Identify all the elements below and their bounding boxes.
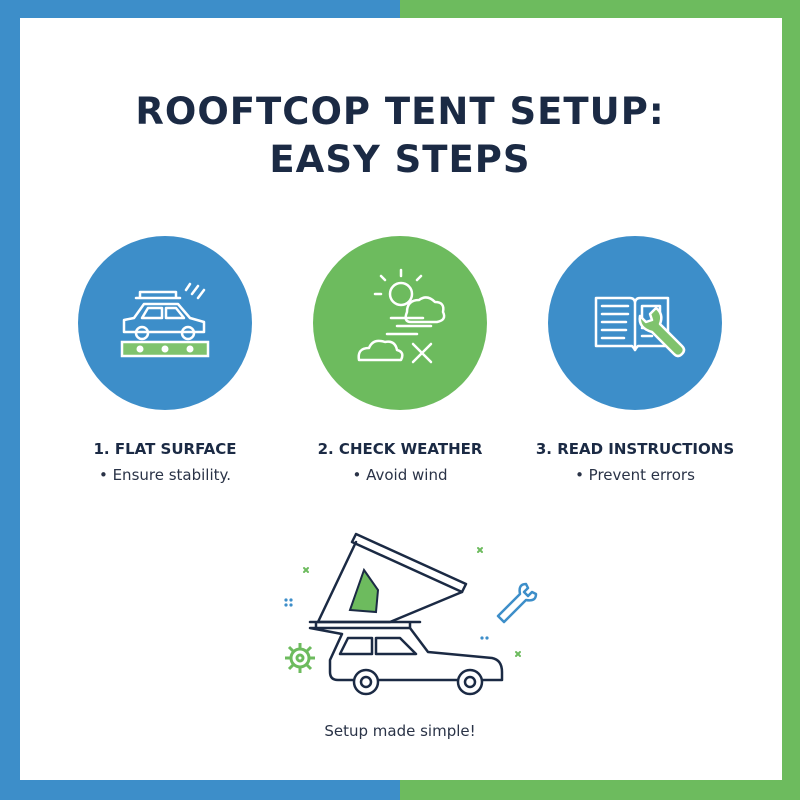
step-3-description: • Prevent errors [575, 466, 695, 484]
step-read-instructions: 3. READ INSTRUCTIONS • Prevent errors [520, 236, 750, 484]
step-check-weather: 2. CHECK WEATHER • Avoid wind [285, 236, 515, 484]
footer-caption: Setup made simple! [324, 722, 476, 740]
step-1-circle [78, 236, 252, 410]
car-with-rooftop-tent-icon [284, 532, 538, 696]
step-3-circle [548, 236, 722, 410]
manual-wrench-icon [594, 296, 686, 358]
step-flat-surface: 1. FLAT SURFACE • Ensure stability. [50, 236, 280, 484]
step-3-label: 3. READ INSTRUCTIONS [535, 440, 735, 458]
step-2-label: 2. CHECK WEATHER [317, 440, 483, 458]
weather-icon [357, 268, 446, 364]
title-line-1: ROOFTCOP TENT SETUP: [135, 90, 665, 133]
step-1-description: • Ensure stability. [98, 466, 232, 484]
page-title: ROOFTCOP TENT SETUP: EASY STEPS [0, 88, 800, 184]
step-1-label: 1. FLAT SURFACE [93, 440, 237, 458]
car-on-level-icon [120, 282, 210, 358]
step-2-description: • Avoid wind [352, 466, 448, 484]
title-line-2: EASY STEPS [269, 138, 531, 181]
step-2-circle [313, 236, 487, 410]
